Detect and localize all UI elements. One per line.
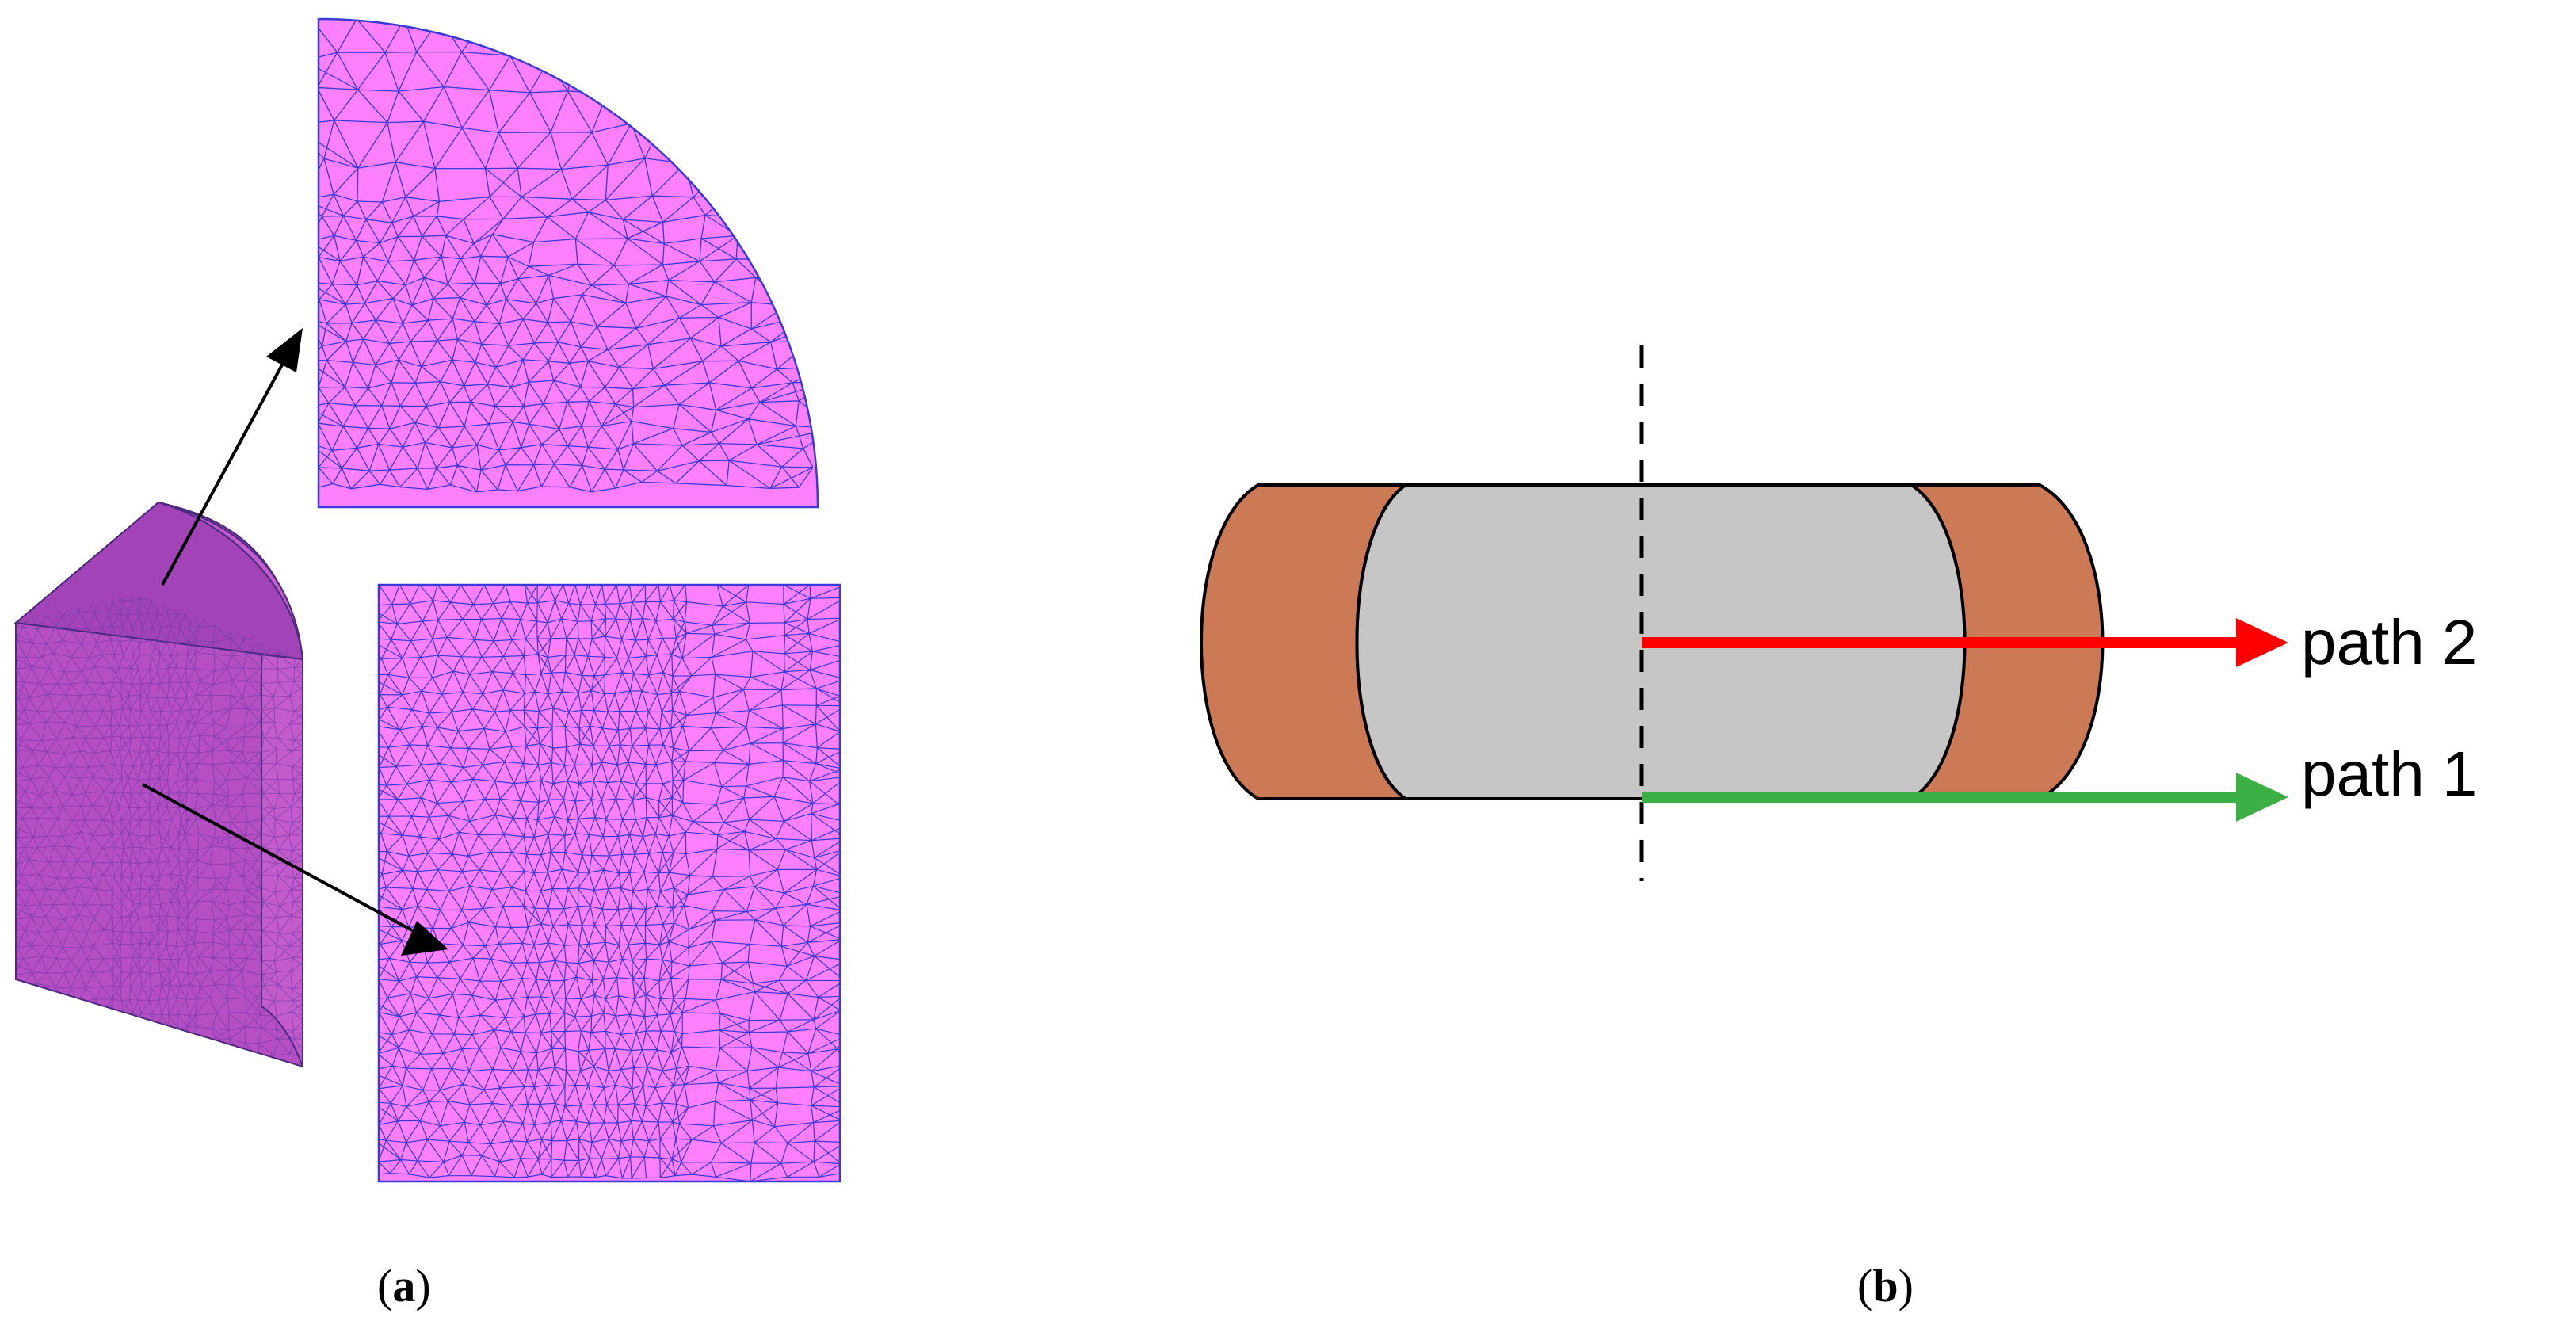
quarter-circle-mesh-lines — [319, 19, 818, 493]
panel-a: (a) — [13, 17, 841, 1311]
mesh-edges — [16, 594, 303, 1059]
arrow-to-section-view — [142, 783, 413, 932]
quarter-circle-face — [319, 19, 818, 507]
rectangle-face — [379, 585, 840, 1181]
mesh-edges — [379, 585, 840, 1181]
rectangle-outline — [377, 583, 841, 1183]
path-1-arrowhead — [2236, 773, 2288, 822]
path-2-label: path 2 — [2301, 607, 2477, 678]
quarter-circle-outline — [317, 17, 819, 509]
rectangle-mesh-lines — [379, 585, 840, 1181]
path-2-arrowhead — [2236, 618, 2288, 667]
path-1-arrow — [1642, 773, 2288, 822]
mesh-edges — [319, 19, 818, 493]
quarter-circle-mesh — [317, 17, 819, 509]
path-1-label: path 1 — [2301, 739, 2477, 809]
arrow-to-top-view — [161, 332, 301, 586]
panel-b-label: (b) — [1857, 1260, 1914, 1311]
quarter-cylinder-solid — [13, 501, 304, 1068]
panel-b: path 2 path 1 (b) — [1200, 345, 2477, 1311]
solid-curved-face — [158, 502, 303, 660]
rectangle-mesh — [377, 583, 841, 1183]
panel-a-label: (a) — [377, 1260, 431, 1311]
path-2-arrow — [1642, 618, 2288, 667]
solid-front-mesh — [16, 594, 303, 1059]
arrow-to-top-view-head — [266, 328, 303, 372]
arrow-to-section-view-head — [401, 921, 448, 956]
